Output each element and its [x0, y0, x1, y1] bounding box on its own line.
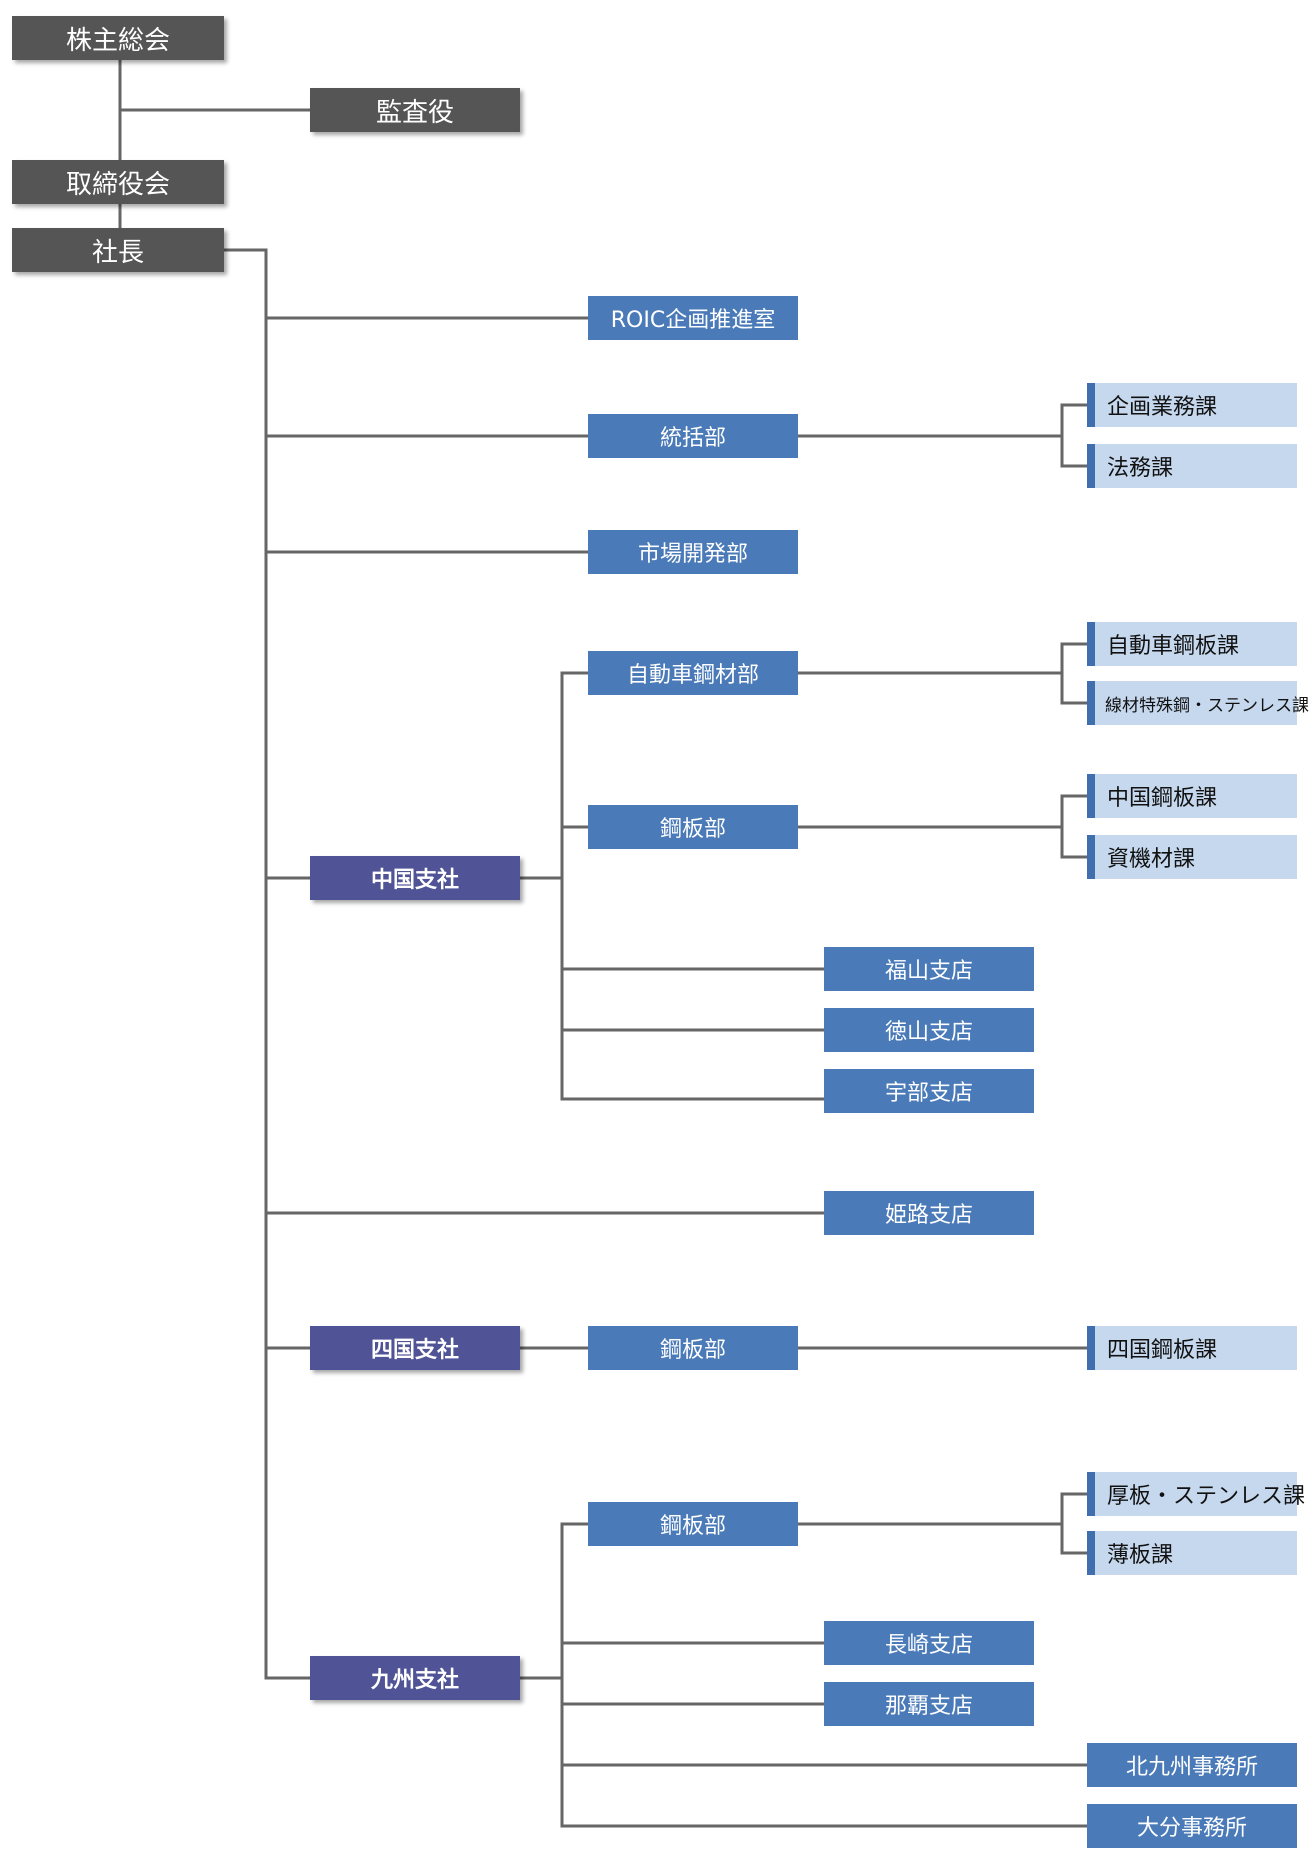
thin-sheet-section-label: 薄板課: [1107, 1543, 1174, 1568]
president-label: 社長: [91, 237, 144, 268]
tokuyama-branch-box: 徳山支店: [824, 1008, 1034, 1052]
legal-section-box: 法務課: [1087, 444, 1297, 488]
general-dept-box: 統括部: [588, 414, 798, 458]
shareholders-meeting-label: 株主総会: [65, 25, 170, 56]
kitakyushu-office-box: 北九州事務所: [1087, 1743, 1297, 1787]
ube-branch-box: 宇部支店: [824, 1069, 1034, 1113]
shikoku-steel-plate-dept-box: 鋼板部: [588, 1326, 798, 1370]
nagasaki-branch-label: 長崎支店: [884, 1633, 973, 1658]
oita-office-box: 大分事務所: [1087, 1804, 1297, 1848]
auditors-box: 監査役: [310, 88, 520, 132]
fukuyama-branch-label: 福山支店: [884, 959, 973, 984]
legal-section-label: 法務課: [1107, 456, 1174, 481]
naha-branch-label: 那覇支店: [884, 1694, 973, 1719]
connector-president-trunk: [224, 248, 310, 1680]
fukuyama-branch-box: 福山支店: [824, 947, 1034, 991]
chugoku-steel-plate-dept-label: 鋼板部: [659, 817, 726, 842]
chugoku-branch-box: 中国支社: [310, 856, 520, 900]
chugoku-steel-plate-dept-box: 鋼板部: [588, 805, 798, 849]
president-box: 社長: [12, 228, 224, 272]
market-dev-dept-box: 市場開発部: [588, 530, 798, 574]
kyushu-steel-plate-dept-label: 鋼板部: [659, 1514, 726, 1539]
kyushu-branch-box: 九州支社: [310, 1656, 520, 1700]
connector-chugoku-steel-bracket: [1060, 794, 1087, 859]
shikoku-branch-label: 四国支社: [370, 1338, 459, 1363]
general-dept-label: 統括部: [659, 426, 726, 451]
board-box: 取締役会: [12, 160, 224, 204]
shareholders-meeting-box: 株主総会: [12, 16, 224, 60]
planning-section-label: 企画業務課: [1107, 395, 1218, 420]
connector-general-section-bracket: [1060, 403, 1087, 468]
connector-chugoku-vertical: [560, 671, 824, 1101]
oita-office-label: 大分事務所: [1136, 1816, 1247, 1841]
auto-sheet-section-box: 自動車鋼板課: [1087, 622, 1297, 666]
shikoku-branch-box: 四国支社: [310, 1326, 520, 1370]
chugoku-sheet-section-label: 中国鋼板課: [1107, 786, 1218, 811]
wire-stainless-section-box: 線材特殊鋼・ステンレス課: [1087, 681, 1309, 725]
kitakyushu-office-label: 北九州事務所: [1125, 1755, 1258, 1780]
roic-office-label: ROIC企画推進室: [610, 308, 776, 333]
shikoku-steel-plate-dept-label: 鋼板部: [659, 1338, 726, 1363]
ube-branch-label: 宇部支店: [884, 1081, 973, 1106]
thin-sheet-section-box: 薄板課: [1087, 1531, 1297, 1575]
connector-kyushu-vertical: [560, 1522, 1087, 1828]
auto-sheet-section-label: 自動車鋼板課: [1107, 634, 1240, 659]
shikoku-sheet-section-box: 四国鋼板課: [1087, 1326, 1297, 1370]
wire-stainless-section-label: 線材特殊鋼・ステンレス課: [1105, 695, 1309, 716]
connector-auto-section-bracket: [1060, 642, 1087, 705]
thick-stainless-section-label: 厚板・ステンレス課: [1107, 1484, 1306, 1509]
naha-branch-box: 那覇支店: [824, 1682, 1034, 1726]
board-label: 取締役会: [65, 169, 170, 200]
auto-steel-dept-box: 自動車鋼材部: [588, 651, 798, 695]
tokuyama-branch-label: 徳山支店: [884, 1020, 973, 1045]
materials-section-label: 資機材課: [1107, 847, 1196, 872]
kyushu-branch-label: 九州支社: [370, 1668, 459, 1693]
auditors-label: 監査役: [375, 97, 454, 128]
nagasaki-branch-box: 長崎支店: [824, 1621, 1034, 1665]
auto-steel-dept-label: 自動車鋼材部: [626, 663, 759, 688]
himeji-branch-box: 姫路支店: [824, 1191, 1034, 1235]
thick-stainless-section-box: 厚板・ステンレス課: [1087, 1472, 1305, 1516]
planning-section-box: 企画業務課: [1087, 383, 1297, 427]
connector-kyushu-steel-bracket: [1060, 1492, 1087, 1555]
himeji-branch-label: 姫路支店: [884, 1203, 973, 1228]
materials-section-box: 資機材課: [1087, 835, 1297, 879]
chugoku-branch-label: 中国支社: [370, 868, 459, 893]
market-dev-dept-label: 市場開発部: [637, 542, 748, 567]
chugoku-sheet-section-box: 中国鋼板課: [1087, 774, 1297, 818]
roic-office-box: ROIC企画推進室: [588, 296, 798, 340]
kyushu-steel-plate-dept-box: 鋼板部: [588, 1502, 798, 1546]
shikoku-sheet-section-label: 四国鋼板課: [1107, 1338, 1218, 1363]
